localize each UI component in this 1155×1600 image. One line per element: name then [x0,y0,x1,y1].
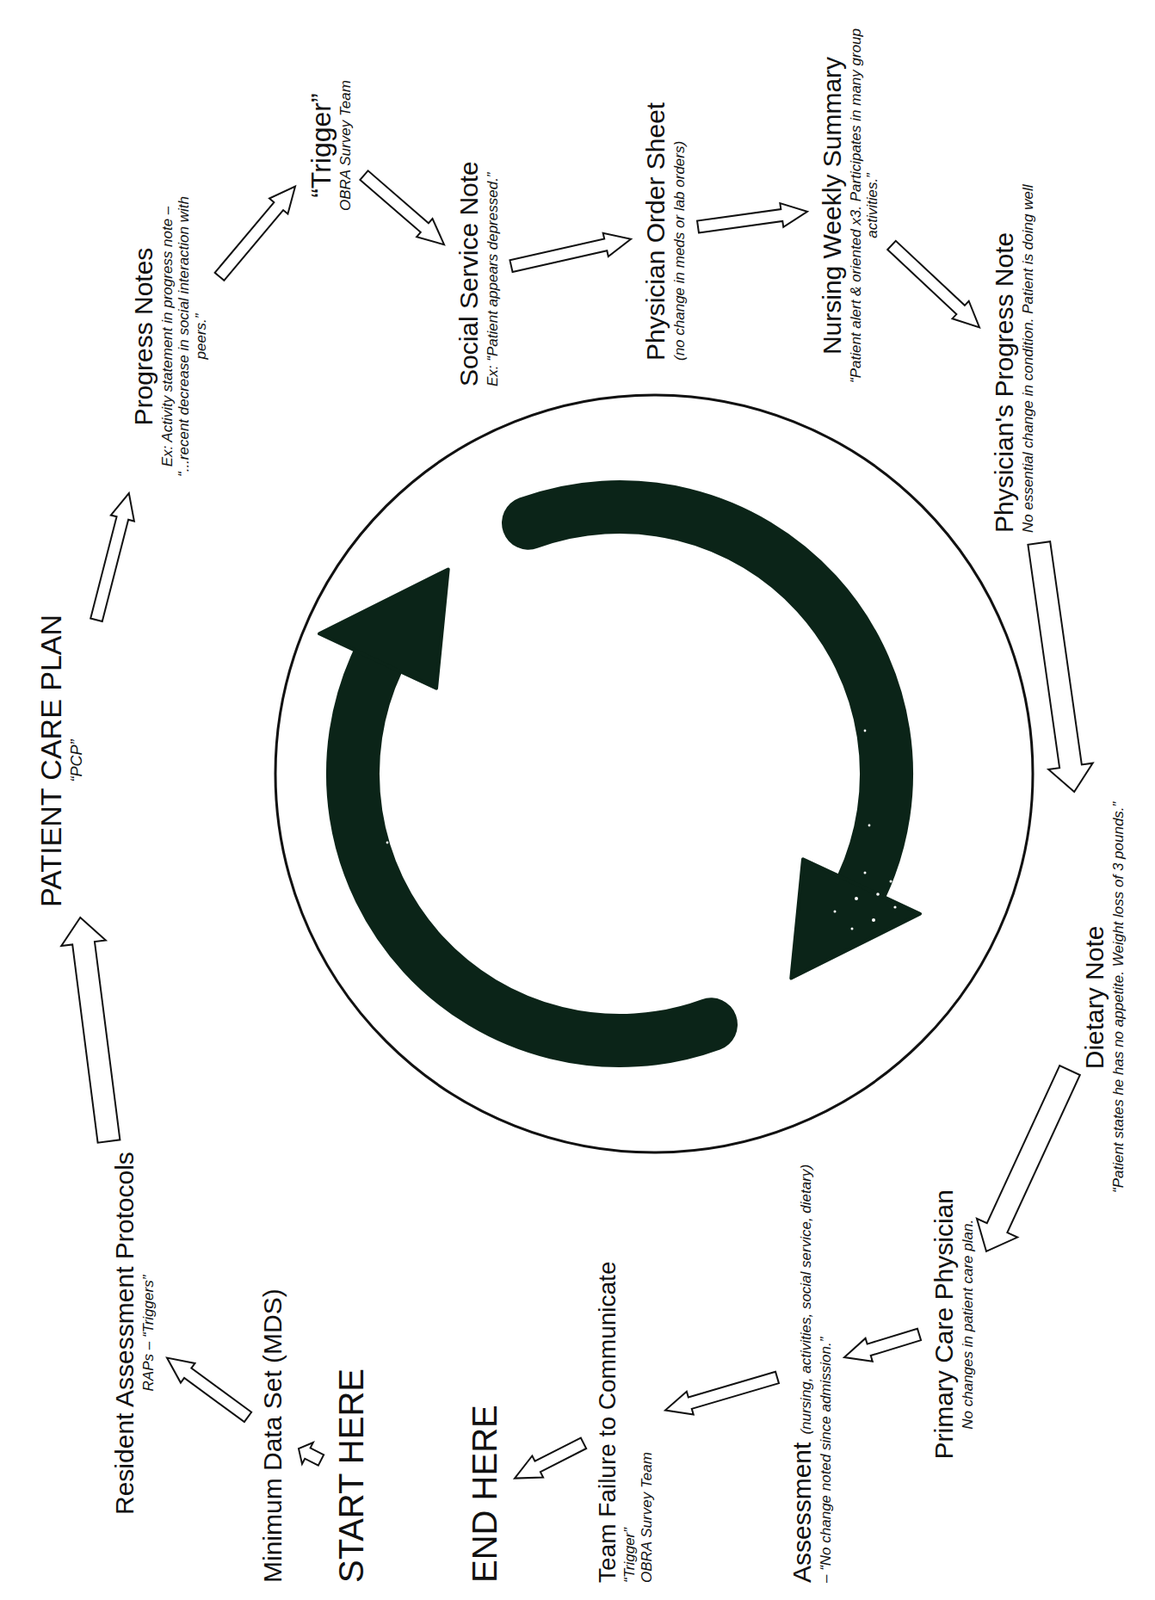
step-note: “Patient states he has no appetite. Weig… [1110,802,1128,1193]
block-arrow [61,917,120,1143]
step-note: No essential change in condition. Patien… [1019,185,1038,533]
step-label: Progress NotesEx: Activity statement in … [129,190,210,483]
step-heading: Nursing Weekly Summary [817,24,848,387]
step-note: “PCP” [67,614,87,908]
step-heading: PATIENT CARE PLAN [34,614,68,908]
block-arrow [665,1371,779,1415]
step-note: OBRA Survey Team [638,1261,656,1583]
block-arrow [887,240,980,328]
step-note: Ex: Activity statement in progress note … [159,190,210,483]
block-arrow [359,170,445,245]
block-arrow [166,1358,252,1422]
block-arrow [298,1442,324,1466]
step-note: (no change in meds or lab orders) [671,102,689,361]
step-heading: Physician Order Sheet [641,102,672,361]
step-label: Physician's Progress NoteNo essential ch… [989,185,1037,533]
step-heading: Assessment [787,1442,816,1583]
step-heading: END HERE [464,1404,505,1583]
step-note: “Trigger” [621,1261,639,1583]
failure-label: Team Failure to Communicate“Trigger”OBRA… [593,1261,655,1583]
block-arrow [514,1438,587,1479]
block-arrow [697,203,808,233]
step-heading: Physician's Progress Note [989,185,1020,533]
cycle-circle [275,395,1033,1153]
step-note: Ex: “Patient appears depressed.” [484,160,502,387]
step-label: Resident Assessment ProtocolsRAPs – “Tri… [110,1151,157,1515]
block-arrow [976,1065,1081,1252]
block-arrow [1027,541,1093,792]
trigger-label: “Trigger”OBRA Survey Team [305,80,354,211]
step-note: OBRA Survey Team [337,80,355,211]
step-heading: Minimum Data Set (MDS) [258,1288,289,1583]
step-heading: Primary Care Physician [929,1189,960,1459]
step-heading: Dietary Note [1080,802,1111,1193]
step-heading: Social Service Note [454,160,485,387]
step-note: RAPs – “Triggers” [140,1151,158,1515]
start-label: START HERE [331,1368,371,1583]
step-label: Nursing Weekly Summary“Patient alert & o… [817,24,882,387]
step-label: Social Service NoteEx: “Patient appears … [454,160,501,387]
block-arrow [215,186,296,281]
step-heading: “Trigger” [305,80,338,211]
step-label: Minimum Data Set (MDS) [258,1288,289,1583]
step-label: Dietary Note“Patient states he has no ap… [1080,802,1127,1193]
step-note: No changes in patient care plan. [959,1189,977,1459]
swoosh-body [528,506,887,887]
step-heading: Progress Notes [129,190,160,483]
swoosh-head [790,858,921,978]
step-heading: Team Failure to Communicate [593,1261,622,1583]
step-note: “Patient alert & oriented x3. Participat… [847,24,882,387]
plan-heading: PATIENT CARE PLAN“PCP” [34,614,87,908]
block-arrow [90,493,135,622]
step-heading: Resident Assessment Protocols [110,1151,141,1515]
cycle-arrows [319,506,921,1041]
swoosh-body [352,660,711,1041]
block-arrow [509,233,631,272]
step-label: Physician Order Sheet(no change in meds … [641,102,688,361]
step-label: Primary Care PhysicianNo changes in pati… [929,1189,976,1459]
step-heading: START HERE [331,1368,371,1583]
block-arrow [844,1328,921,1362]
step-label: Assessment(nursing, activities, social s… [787,1152,834,1583]
end-label: END HERE [464,1404,505,1583]
speckles [386,566,897,1008]
swoosh-head [319,569,449,689]
